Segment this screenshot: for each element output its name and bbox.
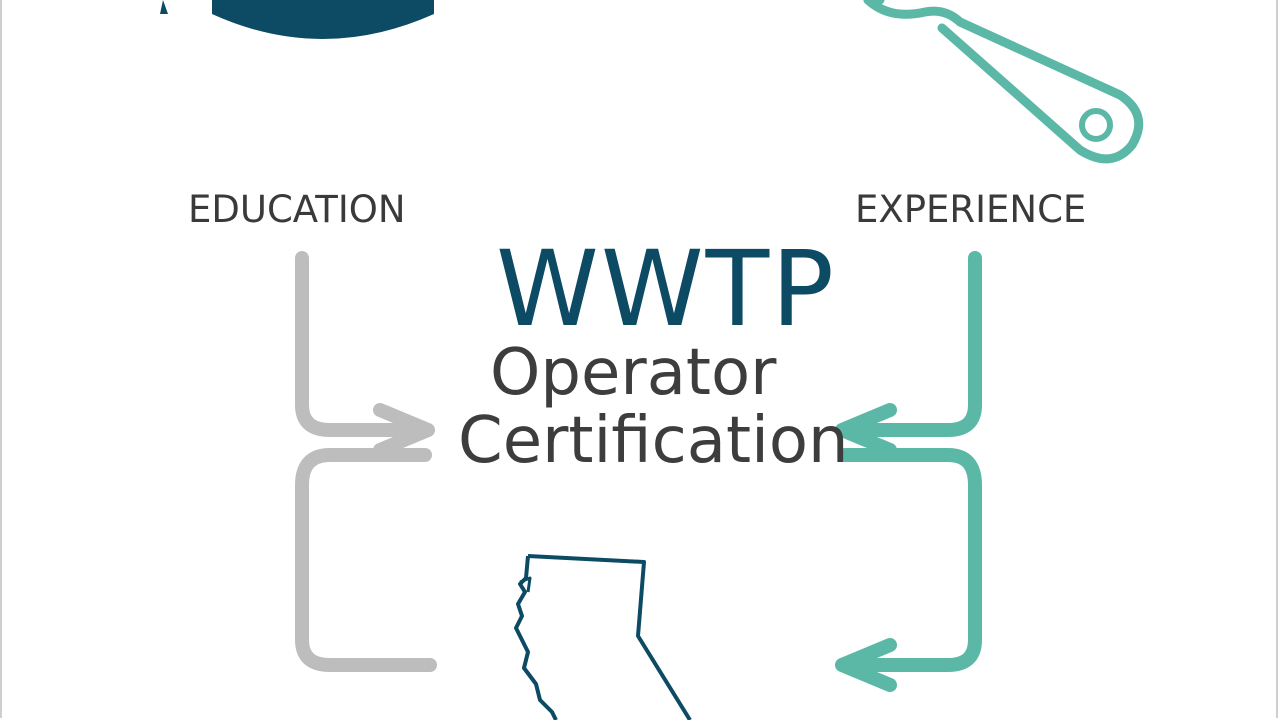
education-arrowhead-top [373, 403, 435, 457]
experience-arrow-top [838, 251, 982, 437]
experience-arrowhead-bottom [835, 638, 897, 692]
title-certification: Certification [458, 404, 849, 478]
experience-label: EXPERIENCE [855, 188, 1087, 231]
mortarboard-icon [160, 0, 434, 39]
education-brace-bottom [295, 448, 437, 672]
title-operator: Operator [490, 336, 777, 410]
california-map-icon [514, 554, 692, 720]
experience-brace-bottom [838, 448, 982, 672]
wrench-icon [863, 0, 1144, 164]
education-arrow-top [295, 251, 432, 437]
experience-arrowhead-top [835, 403, 897, 457]
experience-arrows [835, 251, 982, 692]
title-wwtp: WWTP [496, 228, 836, 350]
education-label: EDUCATION [188, 188, 406, 231]
education-arrows [295, 251, 437, 672]
